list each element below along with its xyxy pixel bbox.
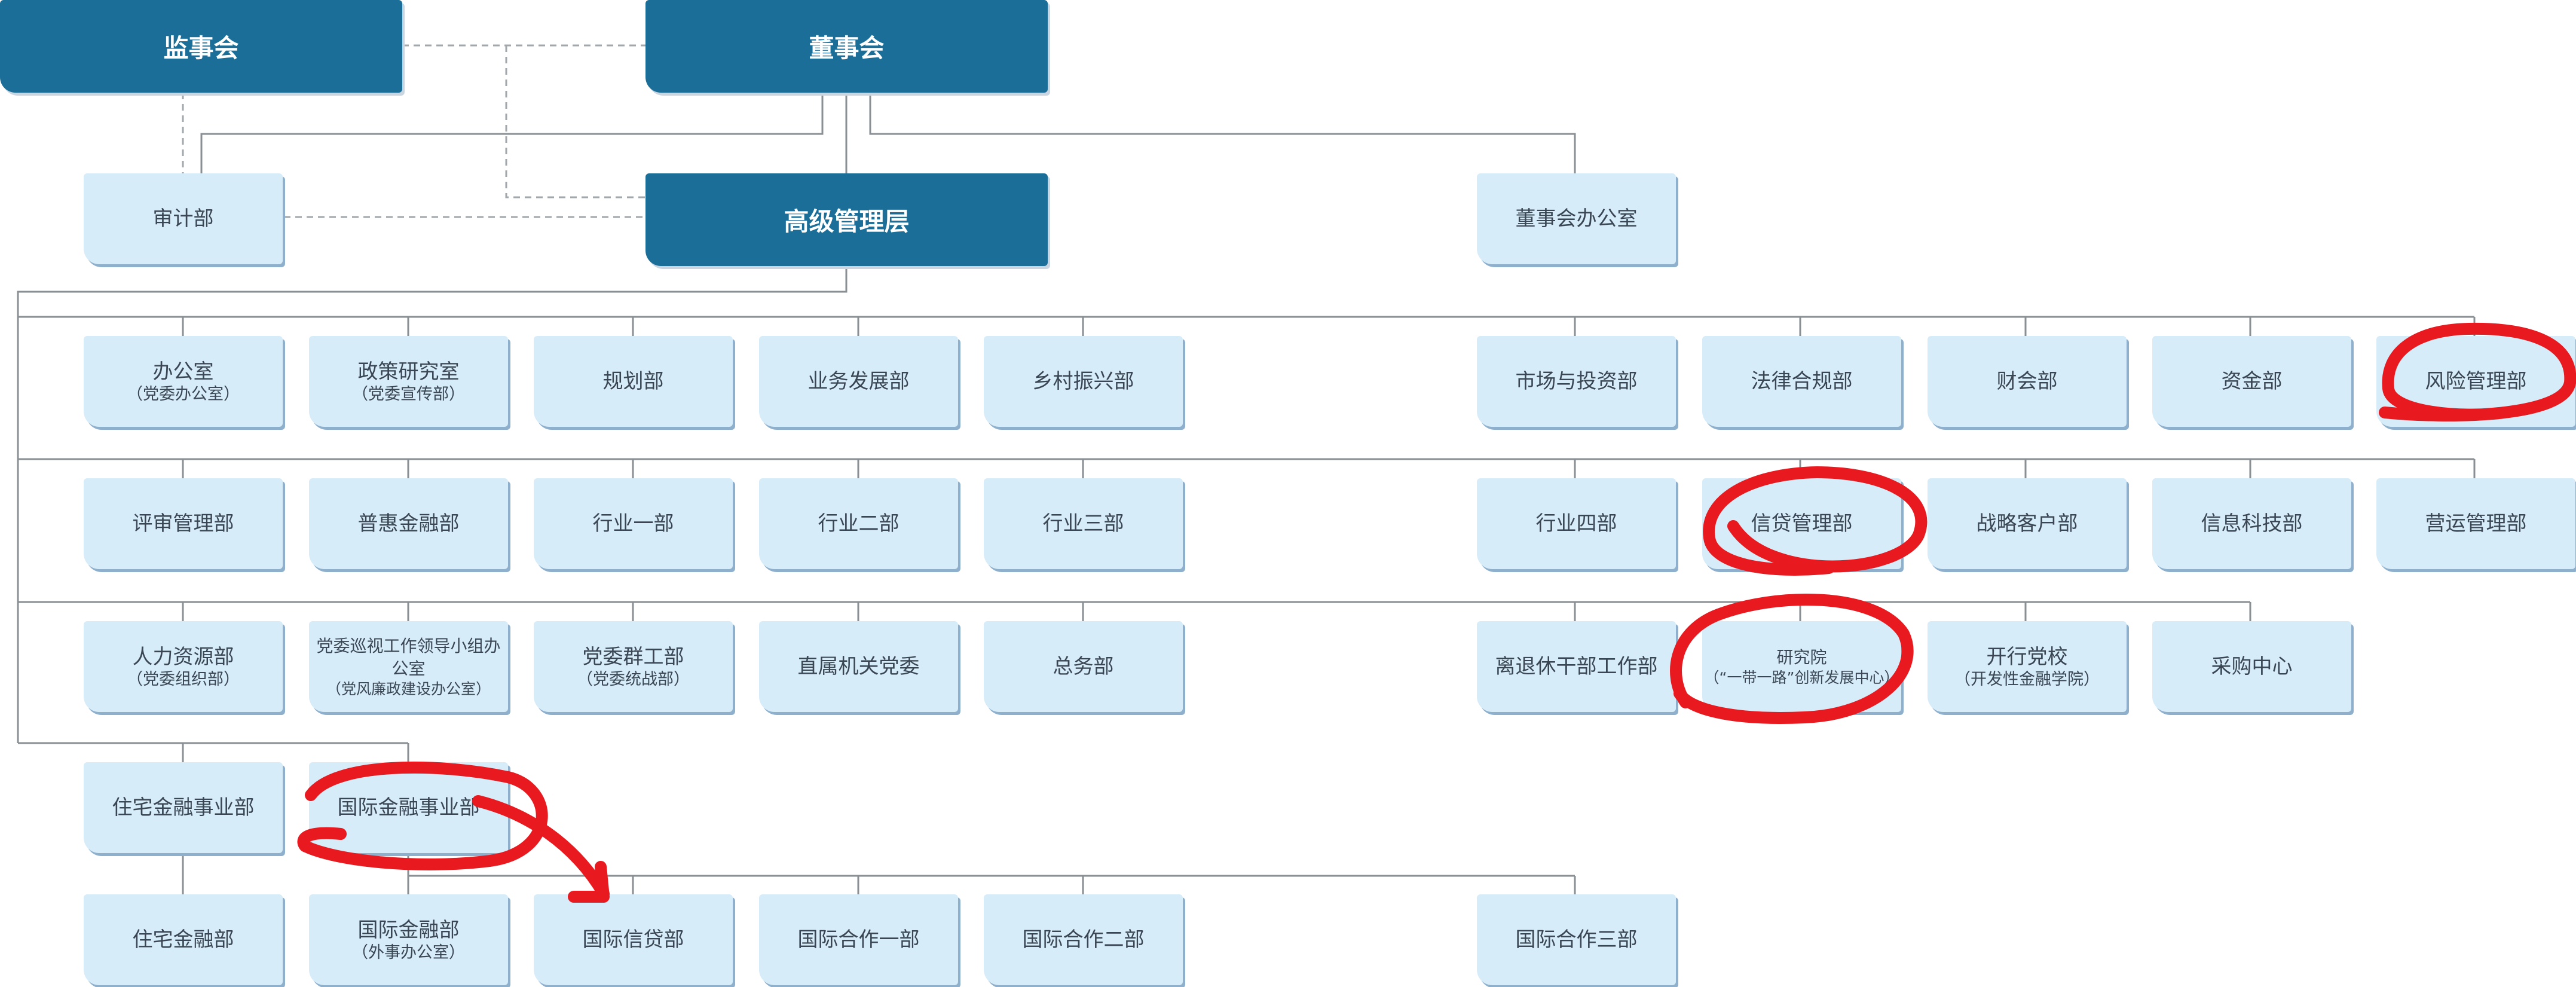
dept-box-operations[interactable]: 营运管理部	[2376, 478, 2575, 569]
dept-title-market-invest: 市场与投资部	[1515, 369, 1638, 393]
dept-title-industry-1: 行业一部	[592, 512, 674, 536]
dept-box-intl-division[interactable]: 国际金融事业部	[309, 762, 508, 853]
dept-box-housing-finance[interactable]: 住宅金融部	[84, 894, 283, 985]
dept-title-industry-3: 行业三部	[1042, 512, 1124, 536]
dept-box-intl-finance[interactable]: 国际金融部（外事办公室）	[309, 894, 508, 985]
dept-title-risk: 风险管理部	[2425, 369, 2527, 393]
connector-board-office	[869, 93, 1576, 173]
dept-title-mass-work: 党委群工部	[582, 645, 684, 669]
dept-box-industry-2[interactable]: 行业二部	[759, 478, 958, 569]
dept-box-business-dev[interactable]: 业务发展部	[759, 336, 958, 427]
dept-box-industry-3[interactable]: 行业三部	[984, 478, 1183, 569]
dept-title-industry-4: 行业四部	[1535, 512, 1617, 536]
connector-board-audit	[200, 93, 824, 173]
dept-box-general-affairs[interactable]: 总务部	[984, 621, 1183, 712]
dept-box-rural[interactable]: 乡村振兴部	[984, 336, 1183, 427]
dept-title-credit: 信贷管理部	[1751, 512, 1853, 536]
board-of-directors-box[interactable]: 董事会	[645, 0, 1048, 93]
dept-box-intl-coop-3[interactable]: 国际合作三部	[1477, 894, 1676, 985]
audit-department-box[interactable]: 审计部	[84, 173, 283, 264]
dept-subtitle-intl-finance: （外事办公室）	[352, 943, 465, 962]
dept-box-party-school[interactable]: 开行党校（开发性金融学院）	[1928, 621, 2127, 712]
supervisory-board-box[interactable]: 监事会	[0, 0, 402, 93]
dept-title-policy: 政策研究室	[357, 360, 460, 384]
senior-management-label: 高级管理层	[784, 207, 910, 236]
dept-title-hr: 人力资源部	[132, 645, 234, 669]
dept-box-industry-4[interactable]: 行业四部	[1477, 478, 1676, 569]
dept-box-market-invest[interactable]: 市场与投资部	[1477, 336, 1676, 427]
dept-box-it[interactable]: 信息科技部	[2152, 478, 2351, 569]
dept-box-organs-committee[interactable]: 直属机关党委	[759, 621, 958, 712]
dept-box-industry-1[interactable]: 行业一部	[534, 478, 733, 569]
dept-title-planning: 规划部	[602, 369, 664, 393]
dept-title-strategic-clients: 战略客户部	[1976, 512, 2078, 536]
dept-title-intl-coop-1: 国际合作一部	[797, 928, 920, 952]
dept-title-inclusive: 普惠金融部	[357, 512, 460, 536]
connector-row1-drops	[182, 317, 2476, 336]
dept-box-intl-coop-1[interactable]: 国际合作一部	[759, 894, 958, 985]
dept-box-finance[interactable]: 财会部	[1928, 336, 2127, 427]
dept-title-intl-coop-2: 国际合作二部	[1022, 928, 1145, 952]
dept-title-finance: 财会部	[1996, 369, 2058, 393]
dept-title-retired-cadres: 离退休干部工作部	[1495, 655, 1658, 679]
dept-title-business-dev: 业务发展部	[807, 369, 910, 393]
dept-box-legal[interactable]: 法律合规部	[1702, 336, 1901, 427]
dept-title-intl-credit: 国际信贷部	[582, 928, 684, 952]
dept-title-legal: 法律合规部	[1751, 369, 1853, 393]
board-office-box[interactable]: 董事会办公室	[1477, 173, 1676, 264]
dept-box-office[interactable]: 办公室（党委办公室）	[84, 336, 283, 427]
dept-subtitle-party-school: （开发性金融学院）	[1954, 670, 2100, 689]
dept-subtitle-research: （“一带一路”创新发展中心）	[1704, 669, 1899, 686]
connector-management-trunk	[17, 266, 848, 743]
dept-box-risk[interactable]: 风险管理部	[2376, 336, 2575, 427]
dept-box-mass-work[interactable]: 党委群工部（党委统战部）	[534, 621, 733, 712]
dept-box-housing-division[interactable]: 住宅金融事业部	[84, 762, 283, 853]
dept-title-industry-2: 行业二部	[818, 512, 900, 536]
dept-title-intl-coop-3: 国际合作三部	[1515, 928, 1638, 952]
dept-title-rural: 乡村振兴部	[1032, 369, 1134, 393]
dept-box-strategic-clients[interactable]: 战略客户部	[1928, 478, 2127, 569]
audit-department-label: 审计部	[152, 207, 214, 231]
dept-box-retired-cadres[interactable]: 离退休干部工作部	[1477, 621, 1676, 712]
dept-box-inclusive[interactable]: 普惠金融部	[309, 478, 508, 569]
dept-subtitle-policy: （党委宣传部）	[352, 385, 465, 404]
dept-box-treasury[interactable]: 资金部	[2152, 336, 2351, 427]
dept-title-party-school: 开行党校	[1986, 645, 2068, 669]
dept-title-housing-division: 住宅金融事业部	[112, 796, 255, 820]
dept-box-hr[interactable]: 人力资源部（党委组织部）	[84, 621, 283, 712]
dept-title-operations: 营运管理部	[2425, 512, 2527, 536]
dept-subtitle-mass-work: （党委统战部）	[577, 670, 690, 689]
dept-box-review[interactable]: 评审管理部	[84, 478, 283, 569]
dept-title-housing-finance: 住宅金融部	[132, 928, 234, 952]
dept-box-intl-credit[interactable]: 国际信贷部	[534, 894, 733, 985]
dept-title-it: 信息科技部	[2201, 512, 2303, 536]
senior-management-box[interactable]: 高级管理层	[645, 173, 1048, 266]
board-of-directors-label: 董事会	[809, 33, 885, 63]
dept-box-procurement[interactable]: 采购中心	[2152, 621, 2351, 712]
board-office-label: 董事会办公室	[1515, 207, 1638, 231]
dept-box-credit[interactable]: 信贷管理部	[1702, 478, 1901, 569]
dept-subtitle-office: （党委办公室）	[127, 385, 240, 404]
dept-title-office: 办公室	[152, 360, 214, 384]
dept-title-treasury: 资金部	[2221, 369, 2283, 393]
dept-title-organs-committee: 直属机关党委	[797, 655, 920, 679]
dept-title-procurement: 采购中心	[2211, 655, 2293, 679]
dept-title-inspection: 党委巡视工作领导小组办公室	[316, 636, 501, 679]
supervisory-board-label: 监事会	[163, 33, 239, 63]
dept-box-policy[interactable]: 政策研究室（党委宣传部）	[309, 336, 508, 427]
dept-box-planning[interactable]: 规划部	[534, 336, 733, 427]
dept-box-intl-coop-2[interactable]: 国际合作二部	[984, 894, 1183, 985]
connector-row4-drops	[182, 743, 409, 762]
dept-subtitle-inspection: （党风廉政建设办公室）	[326, 680, 491, 698]
dept-box-research[interactable]: 研究院 （“一带一路”创新发展中心）	[1702, 621, 1901, 712]
dept-title-general-affairs: 总务部	[1053, 655, 1114, 679]
dept-box-inspection[interactable]: 党委巡视工作领导小组办公室（党风廉政建设办公室）	[309, 621, 508, 712]
connector-intl-sub	[407, 855, 1576, 894]
dept-title-intl-division: 国际金融事业部	[337, 796, 480, 820]
dept-title-research: 研究院	[1776, 647, 1827, 667]
dashed-supervisory-management	[505, 45, 645, 198]
dept-title-intl-finance: 国际金融部	[357, 918, 460, 942]
dept-subtitle-hr: （党委组织部）	[127, 670, 240, 689]
dept-title-review: 评审管理部	[132, 512, 234, 536]
